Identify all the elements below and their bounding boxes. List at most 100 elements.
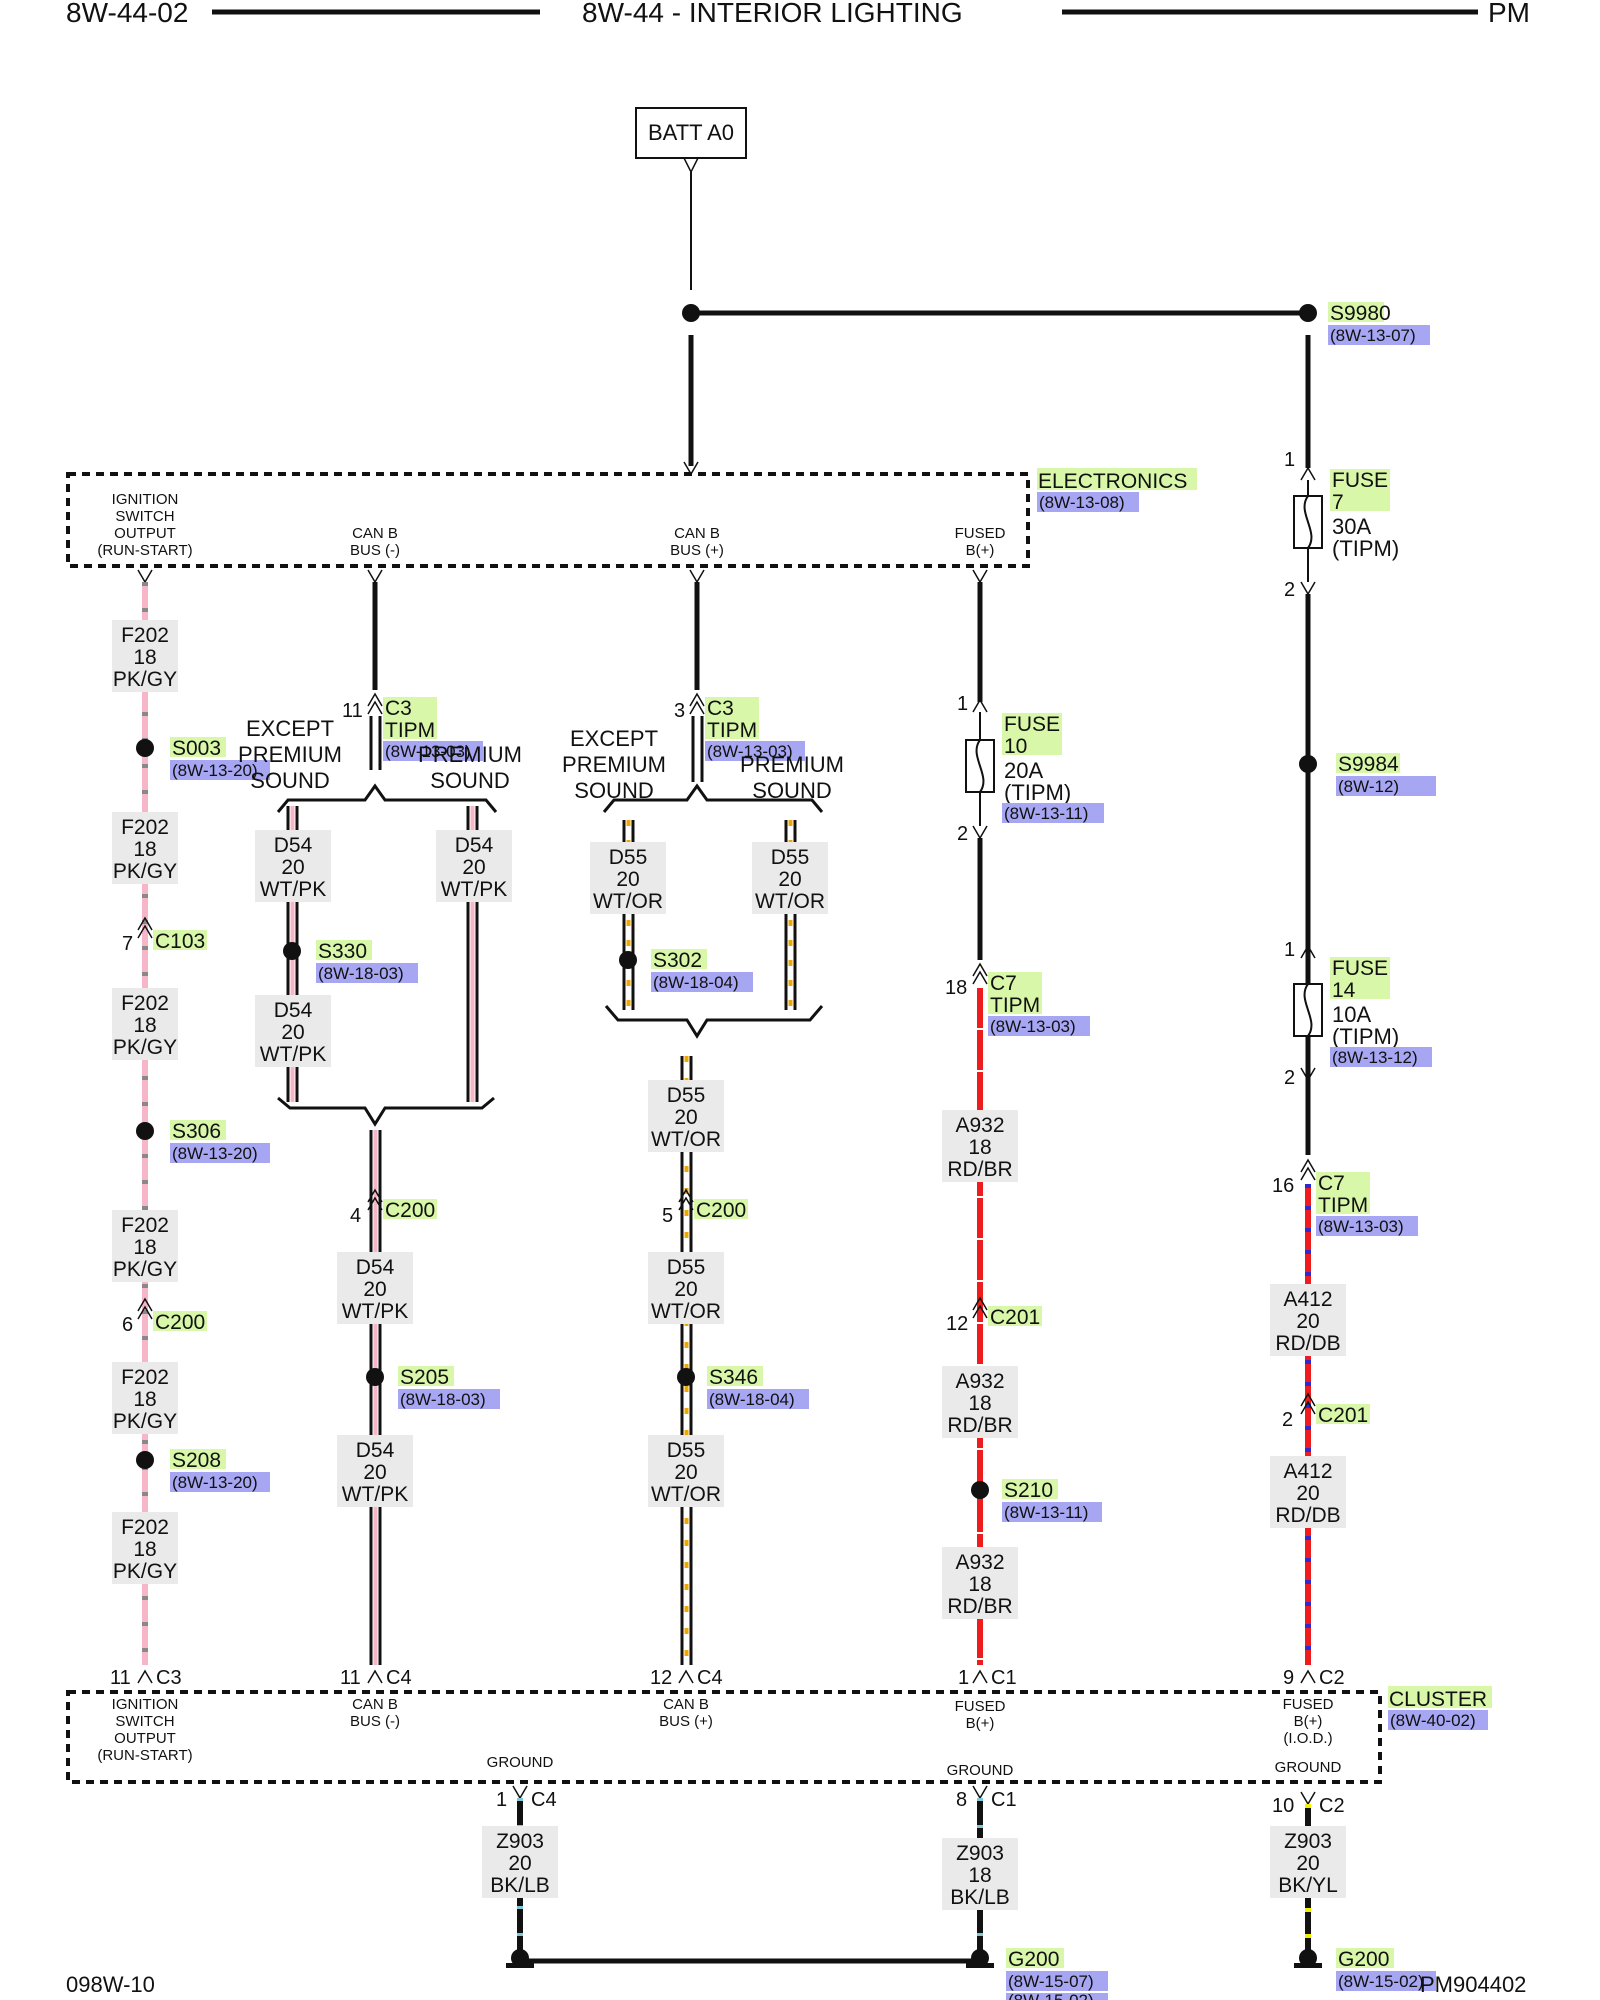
a932-1-id: A932 xyxy=(955,1114,1004,1137)
option-bracket-canm-bottom xyxy=(277,1096,495,1127)
gnd-c1-label: C1 xyxy=(991,1789,1017,1811)
d54-3-gauge: 20 xyxy=(281,1021,304,1044)
c7a-pin: 18 xyxy=(945,977,967,999)
c7b-terminal-down xyxy=(1300,1166,1316,1181)
f202-1-gauge: 18 xyxy=(133,646,156,669)
g200b-label: G200 xyxy=(1338,1948,1389,1971)
s9984-label: S9984 xyxy=(1338,753,1399,776)
cluster-pin-fb-1: FUSED xyxy=(955,1698,1006,1715)
c3a-pin: 11 xyxy=(342,700,363,722)
c201b-terminal-down xyxy=(1300,1400,1316,1415)
fuse7-label-1: FUSE xyxy=(1332,469,1388,492)
a412-2-gauge: 20 xyxy=(1296,1482,1319,1505)
c7a-terminal-up xyxy=(972,962,988,977)
page-suffix: PM xyxy=(1488,0,1530,28)
d55-4-color: WT/OR xyxy=(651,1300,721,1323)
a932-2-gauge: 18 xyxy=(968,1392,991,1415)
f202-5-color: PK/GY xyxy=(113,1410,177,1433)
splice-s205-node xyxy=(366,1368,384,1386)
c3b-ref-hl xyxy=(705,741,805,761)
ground-node-a xyxy=(511,1949,529,1967)
c3a-hl xyxy=(383,697,437,739)
splice-s330-node xyxy=(283,942,301,960)
cluster-pin-canp-1: CAN B xyxy=(663,1696,709,1713)
s210-ref: (8W-13-11) xyxy=(1004,1503,1088,1522)
fuse10-pin2: 2 xyxy=(957,823,968,845)
z903a-color: BK/LB xyxy=(490,1874,550,1897)
c3a-terminal-up xyxy=(367,692,383,707)
s330-ref: (8W-18-03) xyxy=(318,964,404,983)
fuse7-pin1: 1 xyxy=(1284,449,1295,471)
c103-pin: 7 xyxy=(122,933,133,955)
cluster-c1-label: C1 xyxy=(991,1667,1017,1689)
option-bracket-canm-top xyxy=(276,783,498,813)
f202-label-bg-4 xyxy=(112,1210,178,1282)
c7b-label-1: C7 xyxy=(1318,1172,1345,1195)
ground-node-b xyxy=(971,1949,989,1967)
c200b-hl xyxy=(383,1199,437,1219)
cluster-hl xyxy=(1388,1686,1492,1708)
a932-1-color: RD/BR xyxy=(947,1158,1012,1181)
cluster-pin-gnd-3: GROUND xyxy=(1275,1759,1342,1776)
d55-2-color: WT/OR xyxy=(755,890,825,913)
c3b-label-1: C3 xyxy=(707,697,734,720)
d55-5-gauge: 20 xyxy=(674,1461,697,1484)
d55-4-gauge: 20 xyxy=(674,1278,697,1301)
ground-node-c xyxy=(1299,1949,1317,1967)
c7a-ref: (8W-13-03) xyxy=(990,1017,1076,1036)
d55-label-bg-2 xyxy=(752,842,828,914)
page-title: 8W-44 - INTERIOR LIGHTING xyxy=(582,0,963,28)
cluster-pin-fiod-3: (I.O.D.) xyxy=(1283,1730,1332,1747)
elec-pin-canm-2: BUS (-) xyxy=(350,542,400,559)
s210-ref-hl xyxy=(1002,1502,1102,1522)
cluster-c3-label: C3 xyxy=(156,1667,182,1689)
d55-label-bg-3 xyxy=(648,1080,724,1152)
fuse14-pin2: 2 xyxy=(1284,1067,1295,1089)
cluster-pin-fiod-2: B(+) xyxy=(1294,1713,1323,1730)
c103-terminal-down xyxy=(137,924,153,939)
f202-5-gauge: 18 xyxy=(133,1388,156,1411)
c3a-label-2: TIPM xyxy=(385,719,435,742)
fuse7-in-terminal xyxy=(1300,466,1316,481)
canp-except-1: EXCEPT xyxy=(570,726,658,751)
s9984-hl xyxy=(1336,753,1400,773)
page-code: 8W-44-02 xyxy=(66,0,188,28)
canp-except-2: PREMIUM xyxy=(562,752,666,777)
fuse14-out-terminal xyxy=(1300,1067,1316,1082)
cluster-c4b-terminal xyxy=(678,1669,694,1684)
gnd-c4-label: C4 xyxy=(531,1789,557,1811)
c200c-pin: 5 xyxy=(662,1205,673,1227)
z903a-gauge: 20 xyxy=(508,1852,531,1875)
cluster-ref-hl xyxy=(1388,1710,1488,1730)
fuse14-ref: (8W-13-12) xyxy=(1332,1048,1418,1067)
c3b-hl xyxy=(705,697,759,739)
c200c-terminal-down xyxy=(678,1196,694,1211)
ground-plate-a xyxy=(506,1963,534,1968)
f202-3-gauge: 18 xyxy=(133,1014,156,1037)
f202-6-color: PK/GY xyxy=(113,1560,177,1583)
ground-plate-c xyxy=(1294,1963,1322,1968)
ground-plate-b xyxy=(966,1963,994,1968)
elec-pin-ign-2: SWITCH xyxy=(115,508,174,525)
c200b-pin: 4 xyxy=(350,1205,361,1227)
f202-5-id: F202 xyxy=(121,1366,169,1389)
s9984-ref: (8W-12) xyxy=(1338,777,1399,796)
d55-label-bg-1 xyxy=(590,842,666,914)
f202-label-bg-1 xyxy=(112,620,178,692)
s330-ref-hl xyxy=(316,963,418,983)
gnd-c4-pin: 1 xyxy=(496,1789,507,1811)
cluster-label: CLUSTER xyxy=(1389,1688,1487,1711)
c201a-hl xyxy=(988,1306,1042,1326)
z903c-gauge: 20 xyxy=(1296,1852,1319,1875)
c200a-pin: 6 xyxy=(122,1314,133,1336)
c201a-terminal-down xyxy=(972,1304,988,1319)
c3b-terminal-up xyxy=(689,692,705,707)
s9984-ref-hl xyxy=(1336,776,1436,796)
g200a-label: G200 xyxy=(1008,1948,1059,1971)
cluster-c4b-label: C4 xyxy=(697,1667,723,1689)
s346-label: S346 xyxy=(709,1366,758,1389)
d54-label-bg-1 xyxy=(255,830,331,902)
fuse14-label-2: 14 xyxy=(1332,979,1356,1002)
elec-pin-ign-1: IGNITION xyxy=(112,491,179,508)
footer-right: PM904402 xyxy=(1420,1972,1526,1997)
